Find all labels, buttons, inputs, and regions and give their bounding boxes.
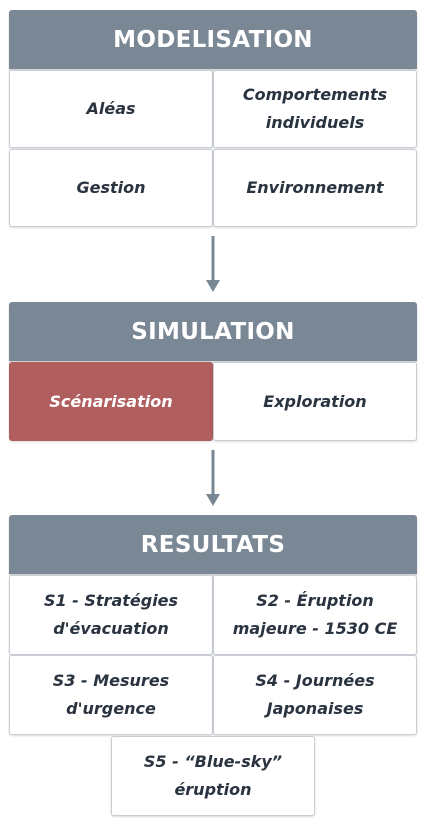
cell-s4: S4 - Journées Japonaises xyxy=(213,655,417,735)
cell-environnement: Environnement xyxy=(213,149,417,227)
cell-s5: S5 - “Blue-sky” éruption xyxy=(111,736,315,816)
arrow-down-icon xyxy=(206,450,220,506)
cell-aleas: Aléas xyxy=(9,70,213,148)
cell-s2: S2 - Éruption majeure - 1530 CE xyxy=(213,575,417,655)
cell-scenarisation: Scénarisation xyxy=(9,362,213,441)
simulation-header: SIMULATION xyxy=(9,302,417,361)
modelisation-header: MODELISATION xyxy=(9,10,417,69)
cell-gestion: Gestion xyxy=(9,149,213,227)
arrow-down-icon xyxy=(206,236,220,292)
cell-comportements-individuels: Comportements individuels xyxy=(213,70,417,148)
resultats-header: RESULTATS xyxy=(9,515,417,574)
cell-s1: S1 - Stratégies d'évacuation xyxy=(9,575,213,655)
cell-s3: S3 - Mesures d'urgence xyxy=(9,655,213,735)
cell-exploration: Exploration xyxy=(213,362,417,441)
